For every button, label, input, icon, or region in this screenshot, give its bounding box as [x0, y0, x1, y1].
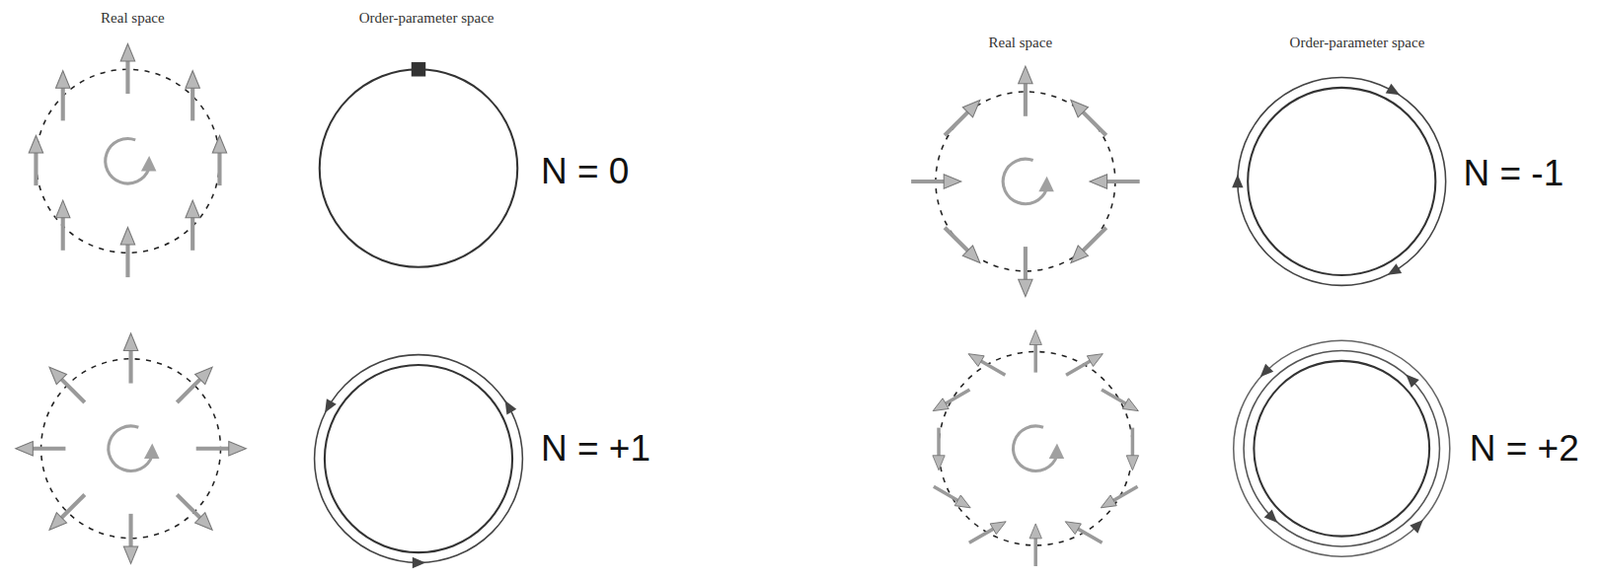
winding-number: N = +1 — [540, 428, 651, 470]
panel-heading: Real space — [989, 34, 1054, 52]
real-space-loop — [929, 330, 1142, 567]
order-parameter-circle — [1233, 340, 1450, 557]
panel-heading: Order-parameter space — [1290, 34, 1426, 52]
panel-heading: Real space — [100, 9, 165, 27]
order-parameter-circle — [1231, 77, 1447, 287]
winding-number: N = 0 — [540, 151, 629, 193]
winding-number: N = -1 — [1462, 152, 1564, 195]
real-space-loop — [911, 66, 1140, 298]
real-space-loop — [28, 43, 227, 278]
winding-number: N = +2 — [1469, 428, 1580, 470]
order-parameter-circle — [314, 355, 524, 570]
panel-heading: Order-parameter space — [359, 9, 495, 27]
real-space-loop — [15, 333, 247, 565]
order-parameter-circle — [319, 62, 518, 268]
